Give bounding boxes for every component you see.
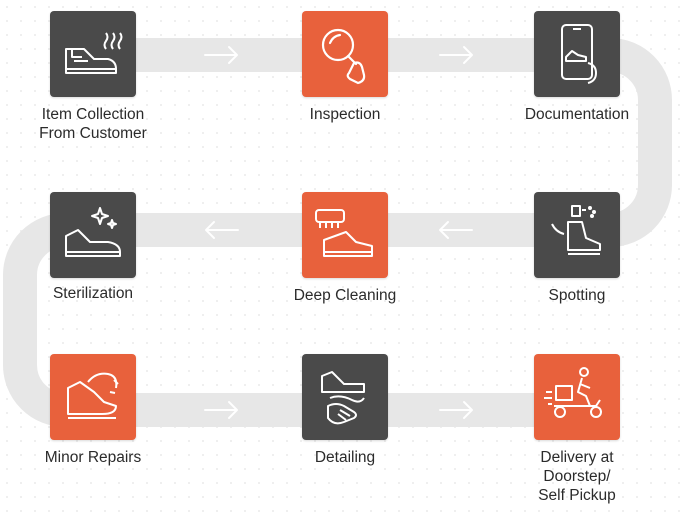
step-label: Detailing <box>314 449 376 466</box>
step-label: Sterilization <box>52 285 134 302</box>
step-inspection: Inspection <box>300 11 390 123</box>
spray-boot-icon <box>551 205 601 255</box>
arrow-right-icon <box>439 46 473 64</box>
step-label: Delivery at Doorstep/ Self Pickup <box>538 449 616 504</box>
magnifier-hand-icon <box>321 28 366 85</box>
scooter-delivery-icon <box>544 367 602 418</box>
step-label: Spotting <box>548 287 606 304</box>
step-label: Item Collection From Customer <box>39 106 147 142</box>
phone-shoe-icon <box>561 24 597 84</box>
step-minor-repairs: Minor Repairs <box>45 354 141 466</box>
cloth-wipe-icon <box>321 371 365 425</box>
step-tile <box>534 192 620 278</box>
step-documentation: Documentation <box>525 11 629 123</box>
brush-shoe-icon <box>315 209 373 257</box>
step-sterilization: Sterilization <box>48 192 138 302</box>
heel-repair-icon <box>67 372 119 419</box>
sparkle-shoe-icon <box>65 207 121 257</box>
arrow-right-icon <box>204 46 238 64</box>
step-tile <box>50 192 136 278</box>
step-label: Documentation <box>524 106 630 123</box>
step-item-collection: Item Collection From Customer <box>39 11 147 142</box>
step-deep-cleaning: Deep Cleaning <box>294 192 396 304</box>
step-tile <box>534 11 620 97</box>
step-tile <box>302 11 388 97</box>
shoe-collection-icon <box>65 32 123 74</box>
step-delivery: Delivery at Doorstep/ Self Pickup <box>532 354 622 504</box>
arrow-left-icon <box>205 221 239 239</box>
step-tile <box>534 354 620 440</box>
step-tile <box>50 11 136 97</box>
step-tile <box>302 192 388 278</box>
arrow-right-icon <box>439 401 473 419</box>
arrow-left-icon <box>439 221 473 239</box>
step-label: Minor Repairs <box>44 449 142 466</box>
step-label: Inspection <box>309 106 381 123</box>
step-tile <box>302 354 388 440</box>
step-tile <box>50 354 136 440</box>
step-spotting: Spotting <box>532 192 622 304</box>
arrow-right-icon <box>204 401 238 419</box>
step-detailing: Detailing <box>300 354 390 466</box>
step-label: Deep Cleaning <box>293 287 397 304</box>
